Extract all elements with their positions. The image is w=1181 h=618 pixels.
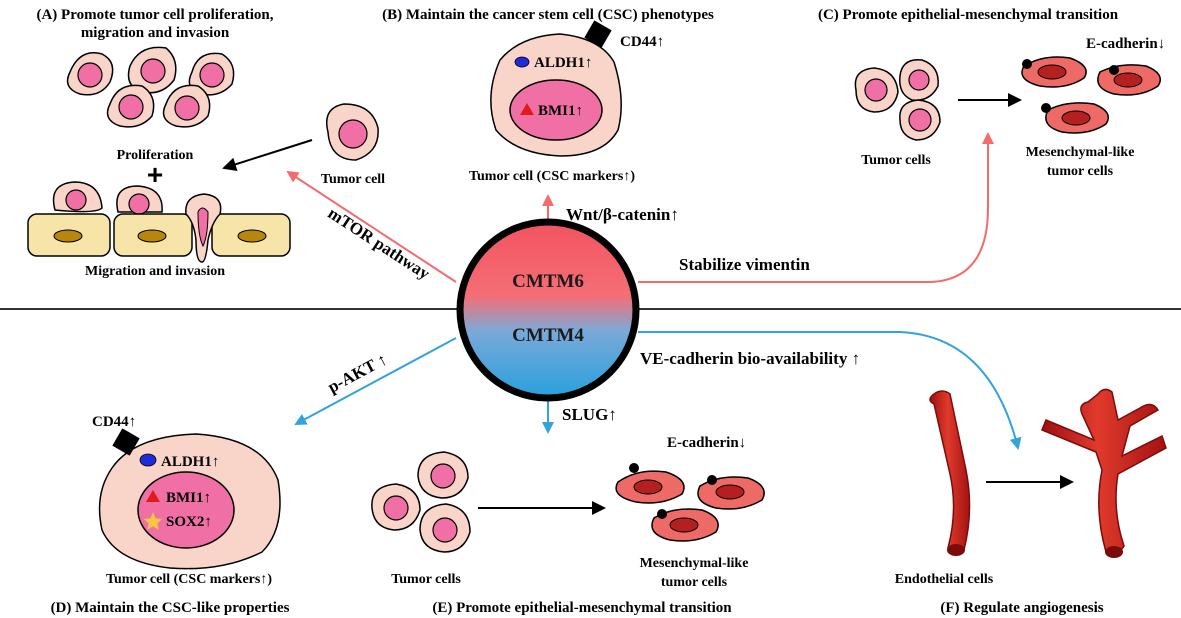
proliferation-arrow xyxy=(222,139,313,172)
pakt-arrow xyxy=(294,337,457,425)
cmtm-hub: CMTM6 CMTM4 xyxy=(456,218,640,402)
panel-c-mes-line2: tumor cells xyxy=(1047,164,1114,179)
tumor-cell-label: Tumor cell xyxy=(321,172,385,187)
aldh1-marker xyxy=(514,56,530,68)
panel-c-title: (C) Promote epithelial-mesenchymal trans… xyxy=(818,7,1119,23)
mesenchymal-cells xyxy=(615,463,765,542)
csc-like-nucleus xyxy=(137,471,235,549)
panel-e-title: (E) Promote epithelial-mesenchymal trans… xyxy=(432,600,732,616)
vecadherin-arrow xyxy=(638,331,1022,450)
bmi1-marker xyxy=(146,490,160,502)
panel-d: (D) Maintain the CSC-like properties CD4… xyxy=(51,414,290,616)
panel-d-bmi1: BMI1↑ xyxy=(166,490,211,506)
panel-f-title: (F) Regulate angiogenesis xyxy=(940,600,1103,616)
migration-label: Migration and invasion xyxy=(85,264,225,279)
panel-a-pathway: mTOR pathway xyxy=(325,203,434,283)
panel-f: (F) Regulate angiogenesis Endothelial ce… xyxy=(895,388,1167,616)
branching-blood-vessel xyxy=(1041,388,1167,558)
hub-cmtm4-label: CMTM4 xyxy=(512,325,584,346)
epithelial-tumor-cells xyxy=(854,59,941,141)
aldh1-marker xyxy=(139,453,157,467)
mesenchymal-cells xyxy=(1021,56,1161,134)
panel-b-cd44: CD44↑ xyxy=(620,34,664,50)
panel-b-pathway: Wnt/β-catenin↑ xyxy=(566,205,679,224)
panel-b-title: (B) Maintain the cancer stem cell (CSC) … xyxy=(382,7,714,23)
bmi1-marker xyxy=(520,103,534,115)
hub-cmtm6-label: CMTM6 xyxy=(512,271,584,292)
panel-e-pathway: SLUG↑ xyxy=(562,405,617,424)
blood-vessel xyxy=(929,390,971,556)
panel-a-title-line2: migration and invasion xyxy=(81,25,230,41)
panel-c: (C) Promote epithelial-mesenchymal trans… xyxy=(679,7,1165,274)
panel-d-pathway: p-AKT ↑ xyxy=(325,350,391,397)
panel-d-cd44: CD44↑ xyxy=(92,414,136,430)
panel-b-aldh1: ALDH1↑ xyxy=(534,55,592,71)
mtor-arrow xyxy=(286,170,457,283)
panel-d-aldh1: ALDH1↑ xyxy=(161,454,219,470)
panel-a-title-line1: (A) Promote tumor cell proliferation, xyxy=(36,7,273,23)
epithelial-tumor-cells xyxy=(371,451,471,553)
panel-a: (A) Promote tumor cell proliferation, mi… xyxy=(27,7,385,279)
panel-b: (B) Maintain the cancer stem cell (CSC) … xyxy=(382,7,714,224)
panel-b-caption: Tumor cell (CSC markers↑) xyxy=(469,169,635,184)
panel-c-pathway: Stabilize vimentin xyxy=(679,255,810,274)
cd44-receptor xyxy=(112,428,140,456)
tumor-cell xyxy=(326,103,379,161)
proliferating-cell-cluster xyxy=(66,46,235,128)
panel-d-title: (D) Maintain the CSC-like properties xyxy=(51,600,290,616)
panel-e-ecadherin: E-cadherin↓ xyxy=(667,435,746,451)
sox2-marker xyxy=(143,512,163,530)
panel-e-tumor-cells: Tumor cells xyxy=(391,572,461,587)
panel-c-ecadherin: E-cadherin↓ xyxy=(1086,36,1165,52)
panel-c-mes-line1: Mesenchymal-like xyxy=(1026,145,1135,160)
vimentin-arrow xyxy=(638,132,994,283)
panel-e-mes-line1: Mesenchymal-like xyxy=(640,556,749,571)
panel-f-endothelial: Endothelial cells xyxy=(895,572,994,587)
panel-f-pathway: VE-cadherin bio-availability ↑ xyxy=(640,349,860,368)
panel-b-bmi1: BMI1↑ xyxy=(538,103,583,119)
panel-c-tumor-cells: Tumor cells xyxy=(861,153,931,168)
csc-nucleus xyxy=(509,79,603,141)
plus-sign: + xyxy=(147,159,163,190)
proliferation-label: Proliferation xyxy=(117,148,194,163)
panel-d-sox2: SOX2↑ xyxy=(166,514,212,530)
panel-d-caption: Tumor cell (CSC markers↑) xyxy=(106,572,272,587)
panel-e: (E) Promote epithelial-mesenchymal trans… xyxy=(371,435,765,616)
cd44-receptor xyxy=(584,20,612,48)
panel-e-mes-line2: tumor cells xyxy=(661,575,728,590)
migration-invasion-scene xyxy=(27,181,291,263)
